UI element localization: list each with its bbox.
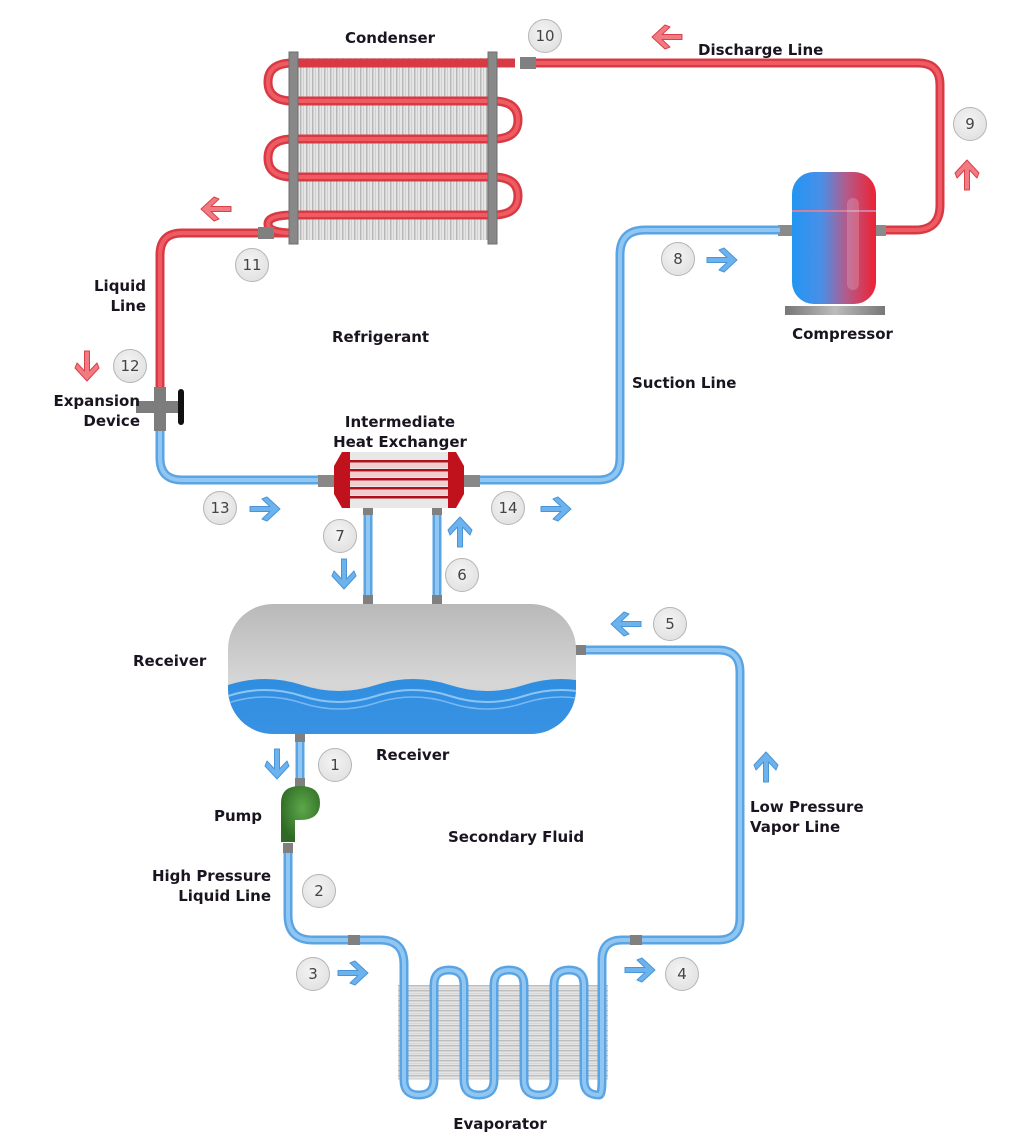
low-pressure-vapor-line-pipe [578, 645, 745, 980]
suction-line-pipe [470, 225, 780, 485]
arrow-expansion-icon [74, 350, 100, 382]
condenser-label: Condenser [344, 29, 436, 47]
point-badge-13: 13 [203, 491, 237, 525]
pipe-fittings [283, 505, 642, 945]
evaporator [398, 965, 608, 1100]
pump [281, 786, 320, 842]
arrow-4-icon [624, 957, 656, 983]
receiver-tank [228, 604, 576, 734]
discharge-line-pipe [525, 58, 945, 235]
liquid-line-label: Liquid Line [94, 277, 146, 315]
point-badge-3: 3 [296, 957, 330, 991]
condenser [258, 51, 536, 245]
refrigerant-loop [155, 58, 945, 395]
arrow-compressor-out-icon [954, 159, 980, 191]
receiver-label-below: Receiver [376, 746, 450, 764]
flow-arrows [74, 24, 980, 986]
receiver-label-left: Receiver [133, 652, 207, 670]
expansion-device [136, 387, 184, 431]
arrow-vapor-line-icon [753, 751, 779, 783]
point-badge-5: 5 [653, 607, 687, 641]
compressor [778, 172, 886, 315]
high-pressure-liquid-line-label: High Pressure Liquid Line [151, 867, 271, 905]
intermediate-heat-exchanger [318, 452, 480, 508]
point-badge-12: 12 [113, 349, 147, 383]
pump-label: Pump [214, 807, 263, 825]
arrow-7-icon [331, 558, 357, 590]
liquid-line-pipe [155, 228, 290, 395]
point-badge-8: 8 [661, 242, 695, 276]
expansion-device-label: Expansion Device [53, 392, 140, 430]
point-badge-6: 6 [445, 558, 479, 592]
arrow-hx-out-icon [540, 496, 572, 522]
arrow-hx-in-icon [249, 496, 281, 522]
arrow-discharge-icon [651, 24, 683, 50]
point-badge-7: 7 [323, 519, 357, 553]
intermediate-hx-label: Intermediate Heat Exchanger [333, 413, 467, 451]
arrow-5-icon [610, 611, 642, 637]
arrow-suction-icon [706, 247, 738, 273]
point-badge-11: 11 [235, 248, 269, 282]
secondary-loop [155, 225, 780, 980]
suction-line-label: Suction Line [632, 374, 737, 392]
arrow-receiver-out-icon [264, 748, 290, 780]
low-pressure-vapor-line-label: Low Pressure Vapor Line [750, 798, 864, 836]
arrow-condenser-out-icon [200, 196, 232, 222]
point-badge-4: 4 [665, 957, 699, 991]
discharge-line-label: Discharge Line [698, 41, 824, 59]
point-badge-10: 10 [528, 19, 562, 53]
arrow-3-icon [337, 960, 369, 986]
evaporator-label: Evaporator [453, 1115, 547, 1133]
compressor-label: Compressor [792, 325, 893, 343]
arrow-6-icon [447, 516, 473, 548]
condenser-outlet-fitting [258, 227, 274, 239]
point-badge-9: 9 [953, 107, 987, 141]
point-badge-1: 1 [318, 748, 352, 782]
point-badge-2: 2 [302, 874, 336, 908]
secondary-fluid-label: Secondary Fluid [448, 828, 585, 846]
refrigerant-label: Refrigerant [332, 328, 430, 346]
point-badge-14: 14 [491, 491, 525, 525]
condenser-inlet-fitting [520, 57, 536, 69]
